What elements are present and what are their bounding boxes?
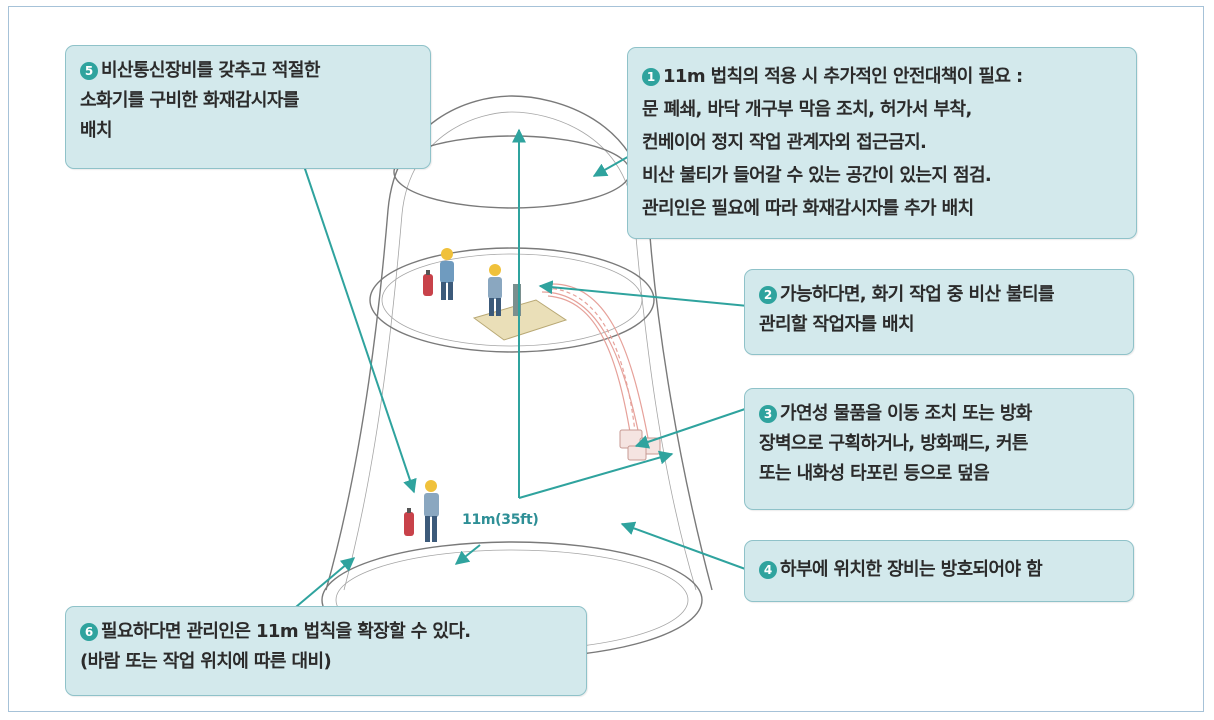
callout-1-line: 컨베이어 정지 작업 관계자외 접근금지. bbox=[642, 132, 927, 153]
spark-stream bbox=[541, 283, 649, 445]
arrow-c2 bbox=[538, 280, 749, 307]
callout-3-line: 장벽으로 구획하거나, 방화패드, 커튼 bbox=[759, 433, 1028, 454]
height-label: 11m(35ft) bbox=[462, 512, 539, 528]
fire-extinguisher-icon bbox=[404, 508, 414, 536]
fire-extinguisher-icon bbox=[423, 270, 433, 296]
callout-1-line: 문 폐쇄, 바닥 개구부 막음 조치, 허가서 부착, bbox=[642, 99, 972, 120]
callout-3-line: 또는 내화성 타포린 등으로 덮음 bbox=[759, 463, 990, 484]
callout-arrows bbox=[289, 128, 749, 613]
badge-1-icon: 1 bbox=[642, 68, 660, 86]
callout-6-line: (바람 또는 작업 위치에 따른 대비) bbox=[80, 651, 332, 672]
radius-arrow-right bbox=[518, 450, 674, 499]
radius-arrow-left bbox=[454, 544, 481, 565]
callout-1-line: 관리인은 필요에 따라 화재감시자를 추가 배치 bbox=[642, 198, 974, 219]
arrow-c3 bbox=[634, 407, 749, 449]
callout-1-line: 비산 불티가 들어갈 수 있는 공간이 있는지 점검. bbox=[642, 165, 992, 186]
arrow-c6 bbox=[289, 557, 356, 613]
fire-watch-worker-icon bbox=[440, 248, 454, 300]
callout-2-line: 관리할 작업자를 배치 bbox=[759, 314, 915, 335]
diagram-frame bbox=[8, 6, 1204, 712]
callout-5-line: 소화기를 구비한 화재감시자를 bbox=[80, 90, 299, 111]
callout-5-line: 배치 bbox=[80, 120, 113, 141]
arrow-c4 bbox=[620, 521, 749, 571]
badge-3-icon: 3 bbox=[759, 405, 777, 423]
badge-5-icon: 5 bbox=[80, 62, 98, 80]
welder-worker-icon bbox=[488, 264, 521, 316]
arrow-c5 bbox=[301, 159, 417, 494]
badge-6-icon: 6 bbox=[80, 623, 98, 641]
ground-fire-watch-icon bbox=[424, 480, 439, 542]
badge-4-icon: 4 bbox=[759, 561, 777, 579]
badge-2-icon: 2 bbox=[759, 286, 777, 304]
